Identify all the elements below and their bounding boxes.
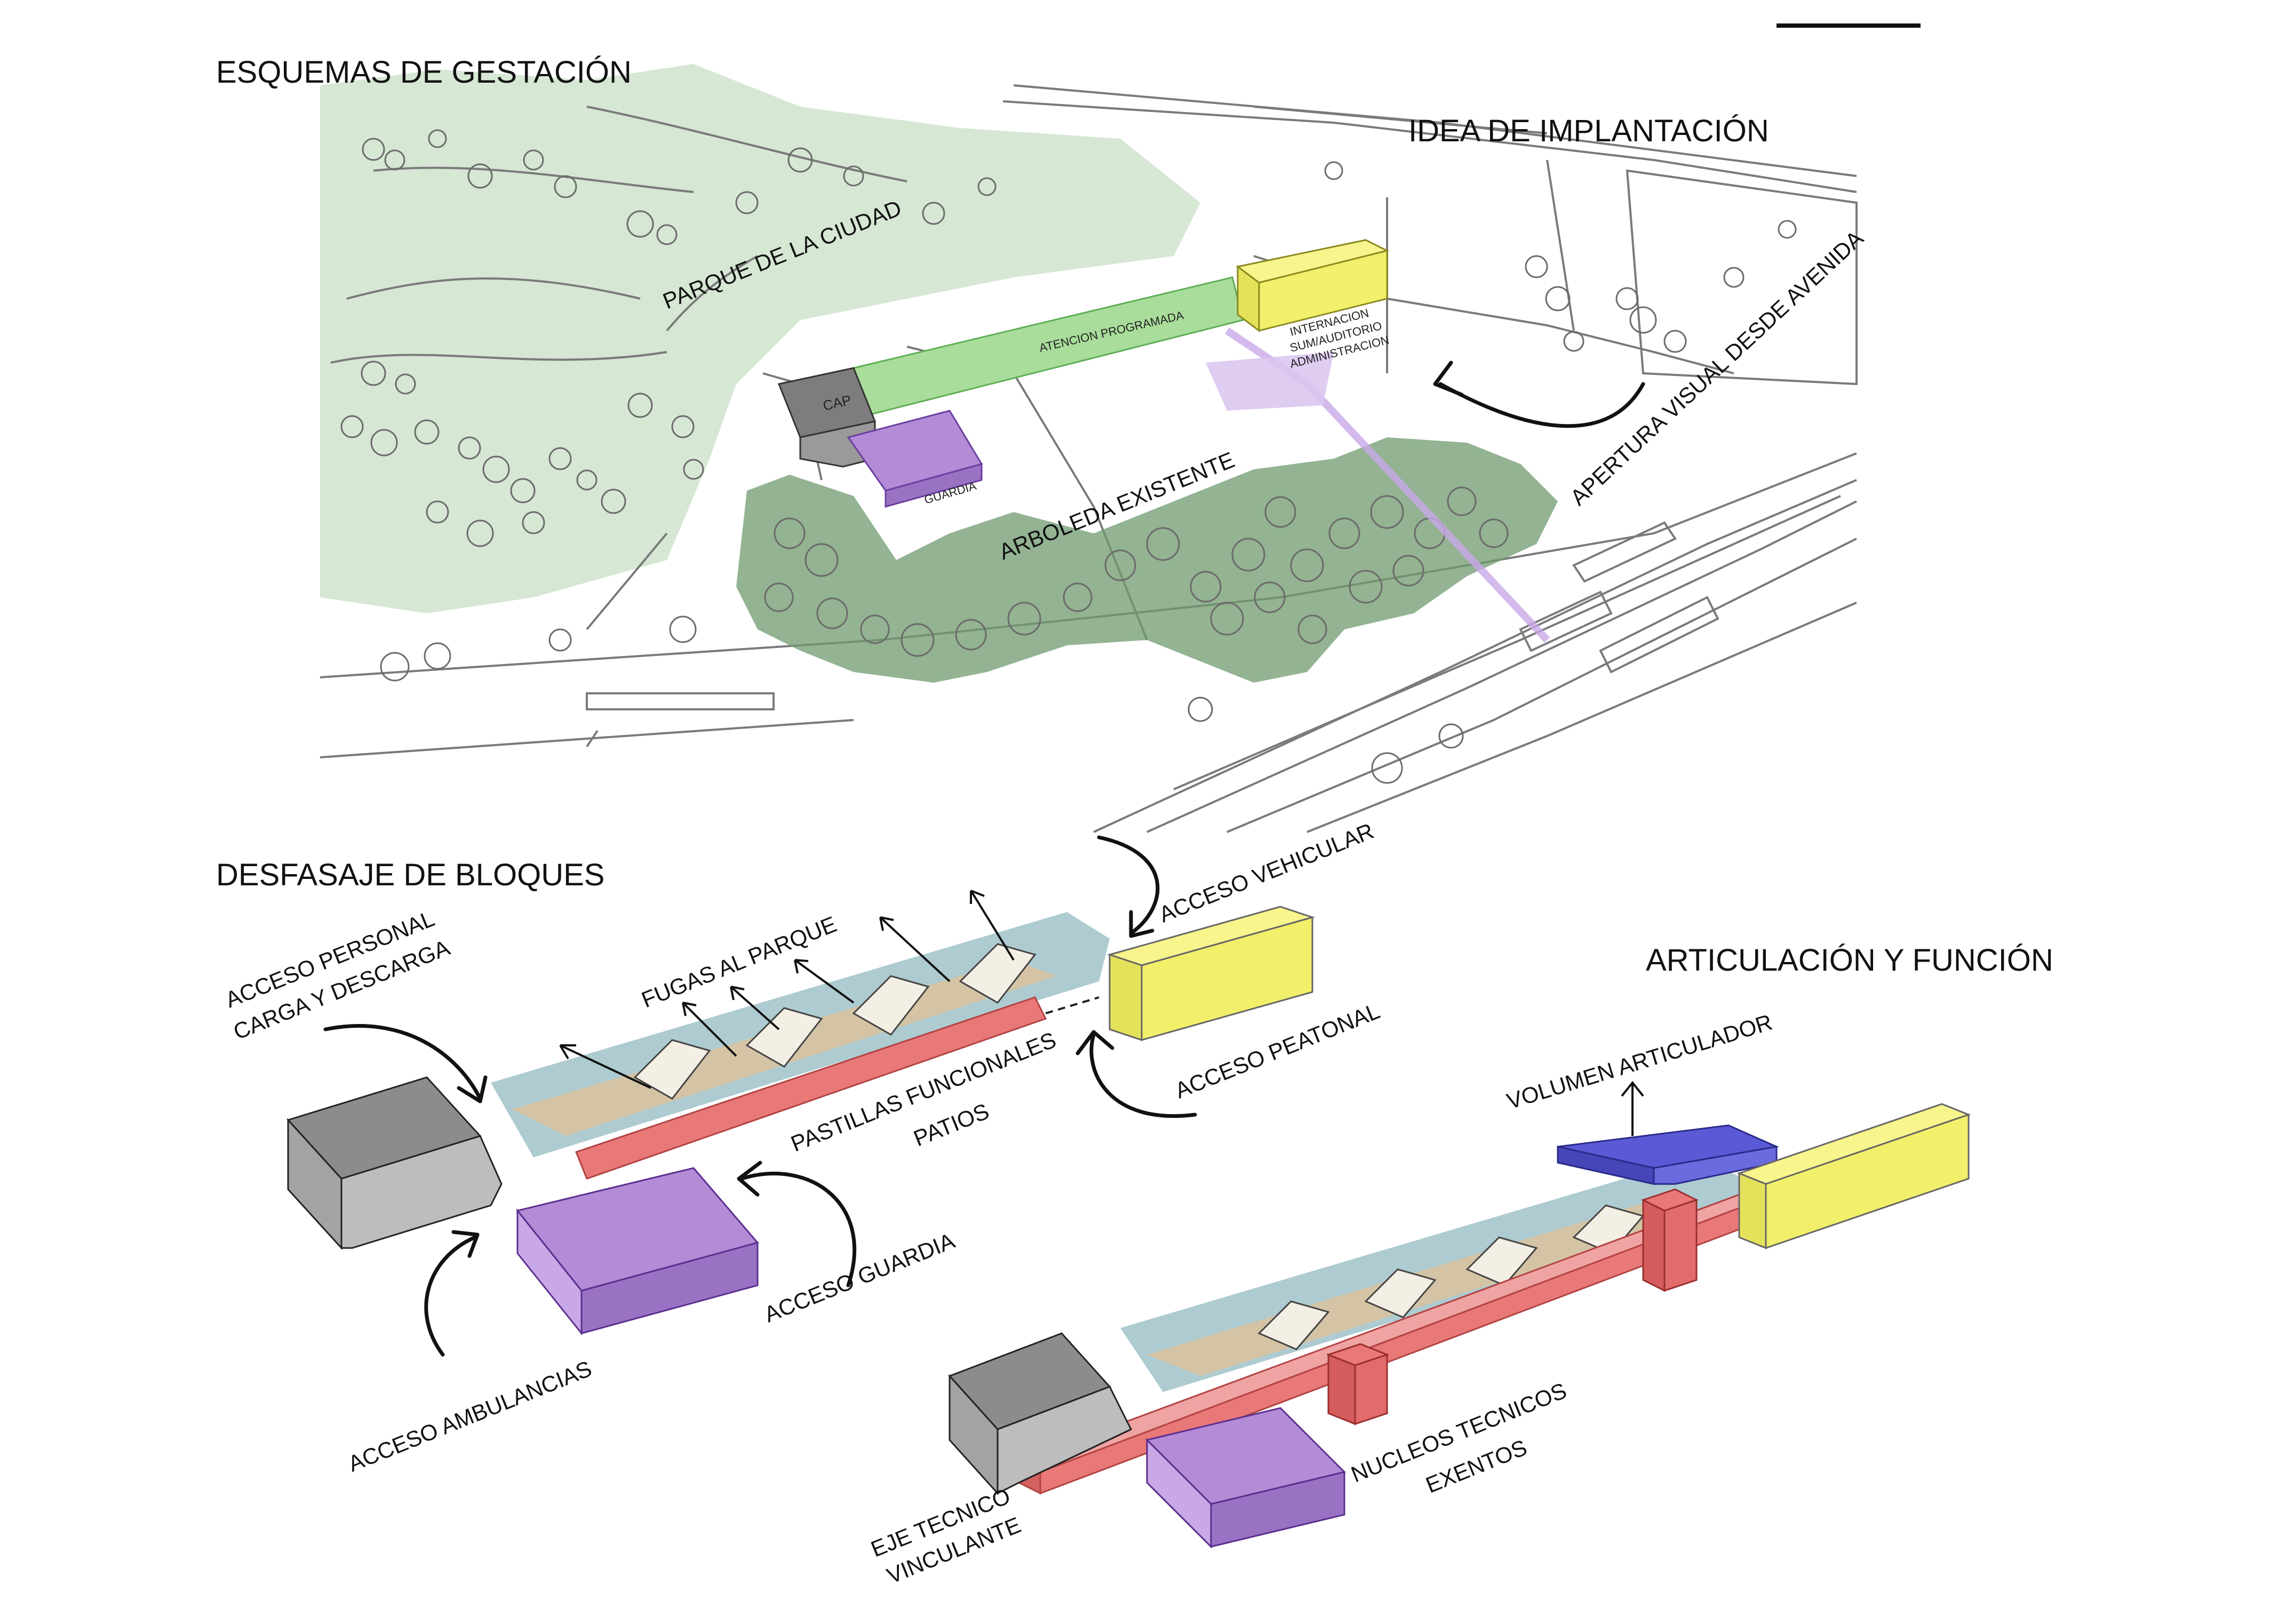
atencion-block: ATENCION PROGRAMADA (853, 276, 1244, 417)
function-diagram: VOLUMEN ARTICULADOR NUCLEOS TECNICOS EXE… (867, 1009, 1971, 1588)
acceso-guardia-label: ACCESO GUARDIA (761, 1228, 958, 1327)
grove-area (736, 437, 1558, 683)
pastillas-label-2: PATIOS (910, 1098, 993, 1151)
site-plan: ATENCION PROGRAMADA CAP GUARDIA INTERNAC… (320, 64, 1868, 833)
red-band (575, 996, 1047, 1180)
cap-block: CAP (777, 367, 877, 468)
park-area (320, 64, 1200, 613)
acceso-personal-arrow (323, 1024, 482, 1101)
acceso-guardia-arrow (739, 1172, 856, 1287)
heading-idea: IDEA DE IMPLANTACIÓN (1408, 114, 1769, 148)
internacion-block: INTERNACION SUM/AUDITORIO ADMINISTRACION (1236, 239, 1390, 371)
heading-esquemas: ESQUEMAS DE GESTACIÓN (216, 55, 632, 90)
fugas-arrows (559, 890, 1015, 1089)
acceso-vehicular-arrow (1097, 835, 1160, 935)
grove-trees (764, 486, 1509, 657)
park-trees (340, 129, 1797, 784)
acceso-peatonal-arrow (1089, 1033, 1197, 1118)
heading-articulacion: ARTICULACIÓN Y FUNCIÓN (1646, 943, 2053, 978)
acceso-ambulancias-label: ACCESO AMBULANCIAS (345, 1356, 595, 1476)
apertura-arrowhead (1433, 361, 1464, 397)
heading-desfasaje: DESFASAJE DE BLOQUES (216, 858, 604, 892)
visual-plaza (1206, 352, 1334, 411)
volumen-label: VOLUMEN ARTICULADOR (1504, 1009, 1775, 1114)
apertura-arrow (1438, 382, 1645, 428)
acceso-ambulancias-arrow (424, 1235, 477, 1357)
